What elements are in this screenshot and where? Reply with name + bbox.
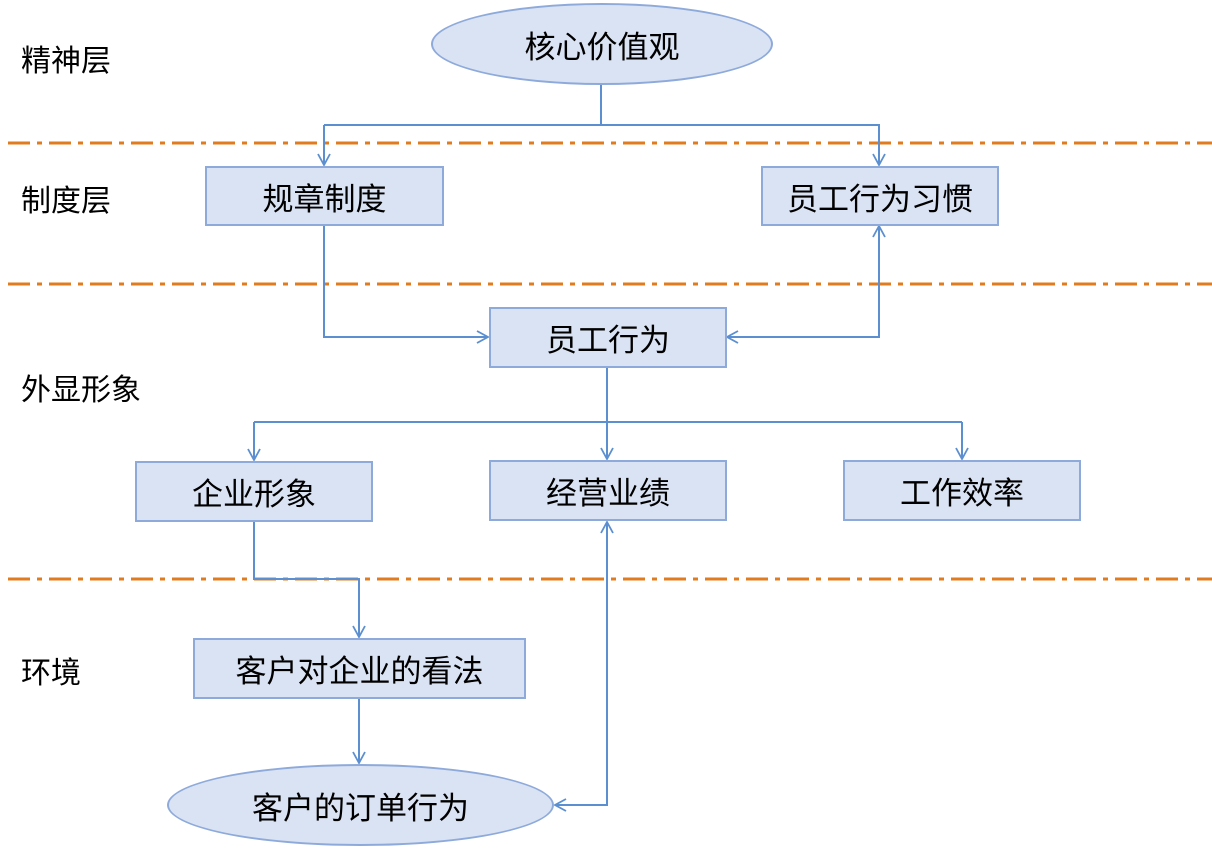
node-core-values: 核心价值观 [431, 3, 773, 85]
node-habits: 员工行为习惯 [761, 166, 999, 226]
node-behavior: 员工行为 [489, 307, 727, 368]
connector-rules-to-behavior [323, 226, 490, 344]
node-corporate-image: 企业形象 [135, 461, 373, 522]
connector-habits-behavior [725, 224, 886, 344]
connector-core-to-habits [601, 124, 886, 167]
connector-core-split [324, 84, 602, 126]
layer-label-spirit: 精神层 [21, 44, 111, 79]
node-performance: 经营业绩 [489, 460, 727, 521]
node-rules: 规章制度 [205, 166, 444, 226]
connector-orders-performance [553, 520, 614, 812]
node-customer-view: 客户对企业的看法 [193, 638, 526, 699]
node-customer-orders: 客户的订单行为 [167, 764, 554, 846]
connector-image-to-customer-view [253, 521, 366, 639]
layer-label-system: 制度层 [21, 184, 111, 219]
layer-label-image: 外显形象 [21, 373, 141, 408]
node-efficiency: 工作效率 [843, 460, 1081, 521]
layer-label-environment: 环境 [21, 656, 81, 691]
